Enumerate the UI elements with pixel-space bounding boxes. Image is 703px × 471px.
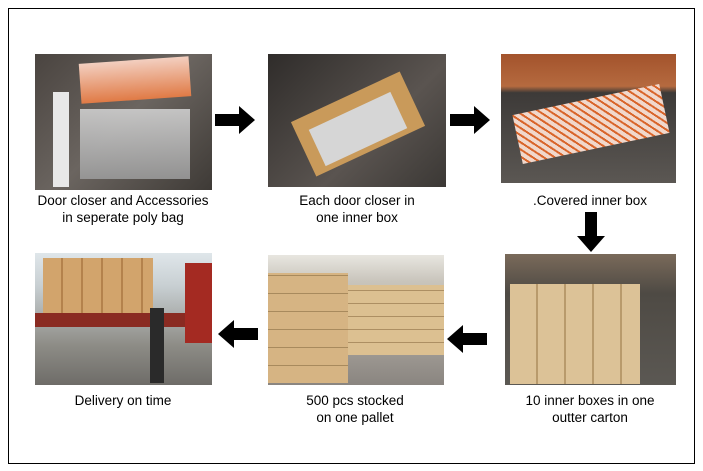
photo-pallet [268, 255, 444, 385]
arrow-left-icon [218, 320, 258, 348]
photo-delivery-truck [35, 253, 212, 385]
caption-line: .Covered inner box [532, 193, 648, 208]
caption-line: Each door closer in [299, 193, 415, 208]
photo-covered-inner-box [501, 54, 676, 183]
caption-line: 10 inner boxes in one [525, 393, 655, 408]
arrow-down-icon [577, 212, 605, 252]
caption-line: Delivery on time [74, 393, 172, 408]
caption-line: one inner box [316, 210, 398, 225]
caption-line: outter carton [552, 410, 628, 425]
photo-inner-box [268, 54, 446, 187]
photo-outer-cartons [505, 254, 676, 385]
diagram-frame [8, 8, 695, 464]
caption-line: in seperate poly bag [62, 210, 184, 225]
photo-door-closer-accessories [35, 54, 212, 190]
caption-line: Door closer and Accessories [37, 193, 209, 208]
caption-step-4: 10 inner boxes in one outter carton [475, 392, 703, 426]
caption-step-3: .Covered inner box [475, 192, 703, 209]
caption-step-1: Door closer and Accessories in seperate … [8, 192, 238, 226]
caption-line: 500 pcs stocked [306, 393, 404, 408]
arrow-right-icon [215, 106, 255, 134]
caption-step-2: Each door closer in one inner box [242, 192, 472, 226]
arrow-right-icon [450, 106, 490, 134]
caption-step-6: Delivery on time [8, 392, 238, 409]
arrow-left-icon [447, 325, 487, 353]
caption-step-5: 500 pcs stocked on one pallet [240, 392, 470, 426]
caption-line: on one pallet [316, 410, 394, 425]
